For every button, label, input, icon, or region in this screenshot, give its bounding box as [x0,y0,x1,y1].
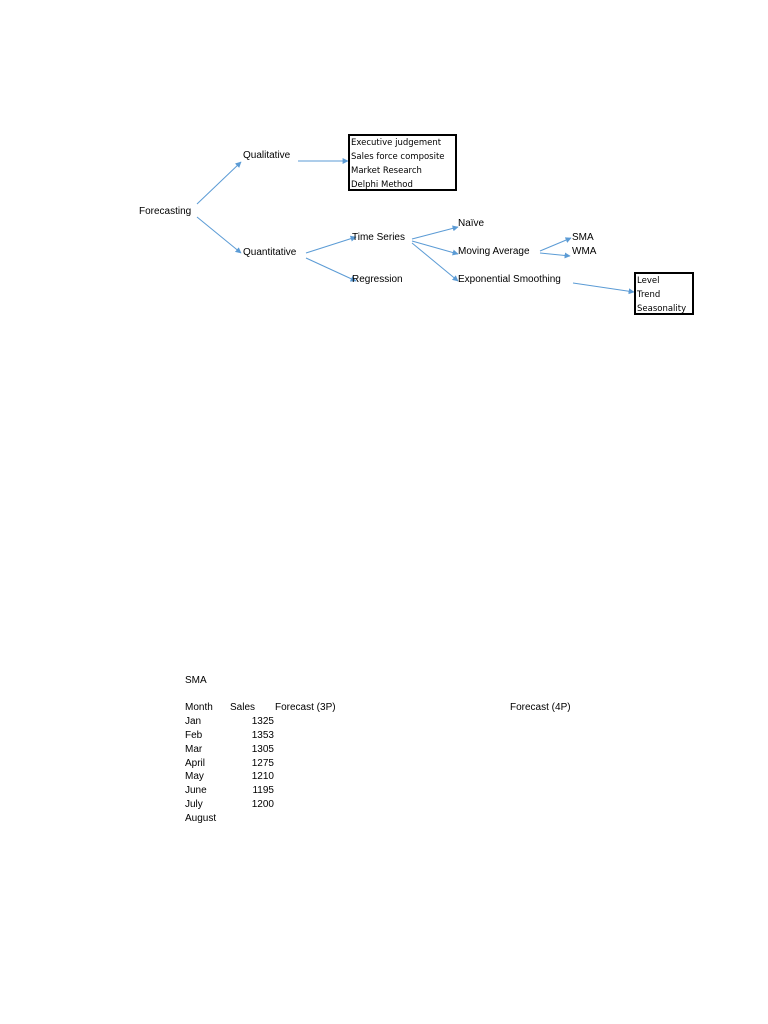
header-sales: Sales [230,702,256,713]
method-item: Sales force composite [351,152,445,162]
node-forecasting: Forecasting [139,206,192,217]
method-item: Delphi Method [351,180,413,190]
row-month: May [185,771,204,782]
row-sales: 1305 [251,744,274,755]
row-month: Jan [185,716,202,727]
arrow-timeseries-moving-average [411,240,459,256]
component-item: Seasonality [637,304,687,314]
arrow-forecasting-quantitative [196,216,242,254]
qualitative-methods-box: Executive judgement Sales force composit… [348,134,457,191]
arrow-exp-smoothing-components [572,282,635,295]
node-quantitative: Quantitative [243,247,297,258]
table-title: SMA [185,675,207,686]
node-regression: Regression [352,274,403,285]
row-month: August [185,813,217,824]
method-item: Market Research [351,166,422,176]
component-item: Trend [637,290,661,300]
header-month: Month [185,702,213,713]
arrow-ma-wma [539,252,571,259]
arrow-quantitative-timeseries [305,235,357,254]
header-forecast-4p: Forecast (4P) [510,702,571,713]
row-month: Mar [185,744,203,755]
row-sales: 1353 [251,730,274,741]
arrow-timeseries-exp-smoothing [411,242,459,282]
row-sales: 1200 [251,799,274,810]
arrow-quantitative-regression [305,257,357,282]
smoothing-components-box: Level Trend Seasonality [634,272,694,315]
row-sales: 1275 [251,758,274,769]
arrow-timeseries-naive [411,225,459,240]
arrow-ma-sma [539,237,572,252]
node-exponential-smoothing: Exponential Smoothing [458,274,561,285]
node-wma: WMA [572,246,597,257]
node-naive: Naïve [458,218,485,229]
row-month: June [185,785,207,796]
header-forecast-3p: Forecast (3P) [275,702,336,713]
component-item: Level [637,276,660,286]
row-month: Feb [185,730,203,741]
node-sma: SMA [572,232,594,243]
method-item: Executive judgement [351,138,442,148]
row-sales: 1325 [251,716,274,727]
row-month: April [185,758,206,769]
row-month: July [185,799,203,810]
row-sales: 1210 [251,771,274,782]
row-sales: 1195 [252,785,274,796]
node-qualitative: Qualitative [243,150,291,161]
arrow-forecasting-qualitative [196,161,242,205]
node-moving-average: Moving Average [458,246,530,257]
node-time-series: Time Series [352,232,405,243]
